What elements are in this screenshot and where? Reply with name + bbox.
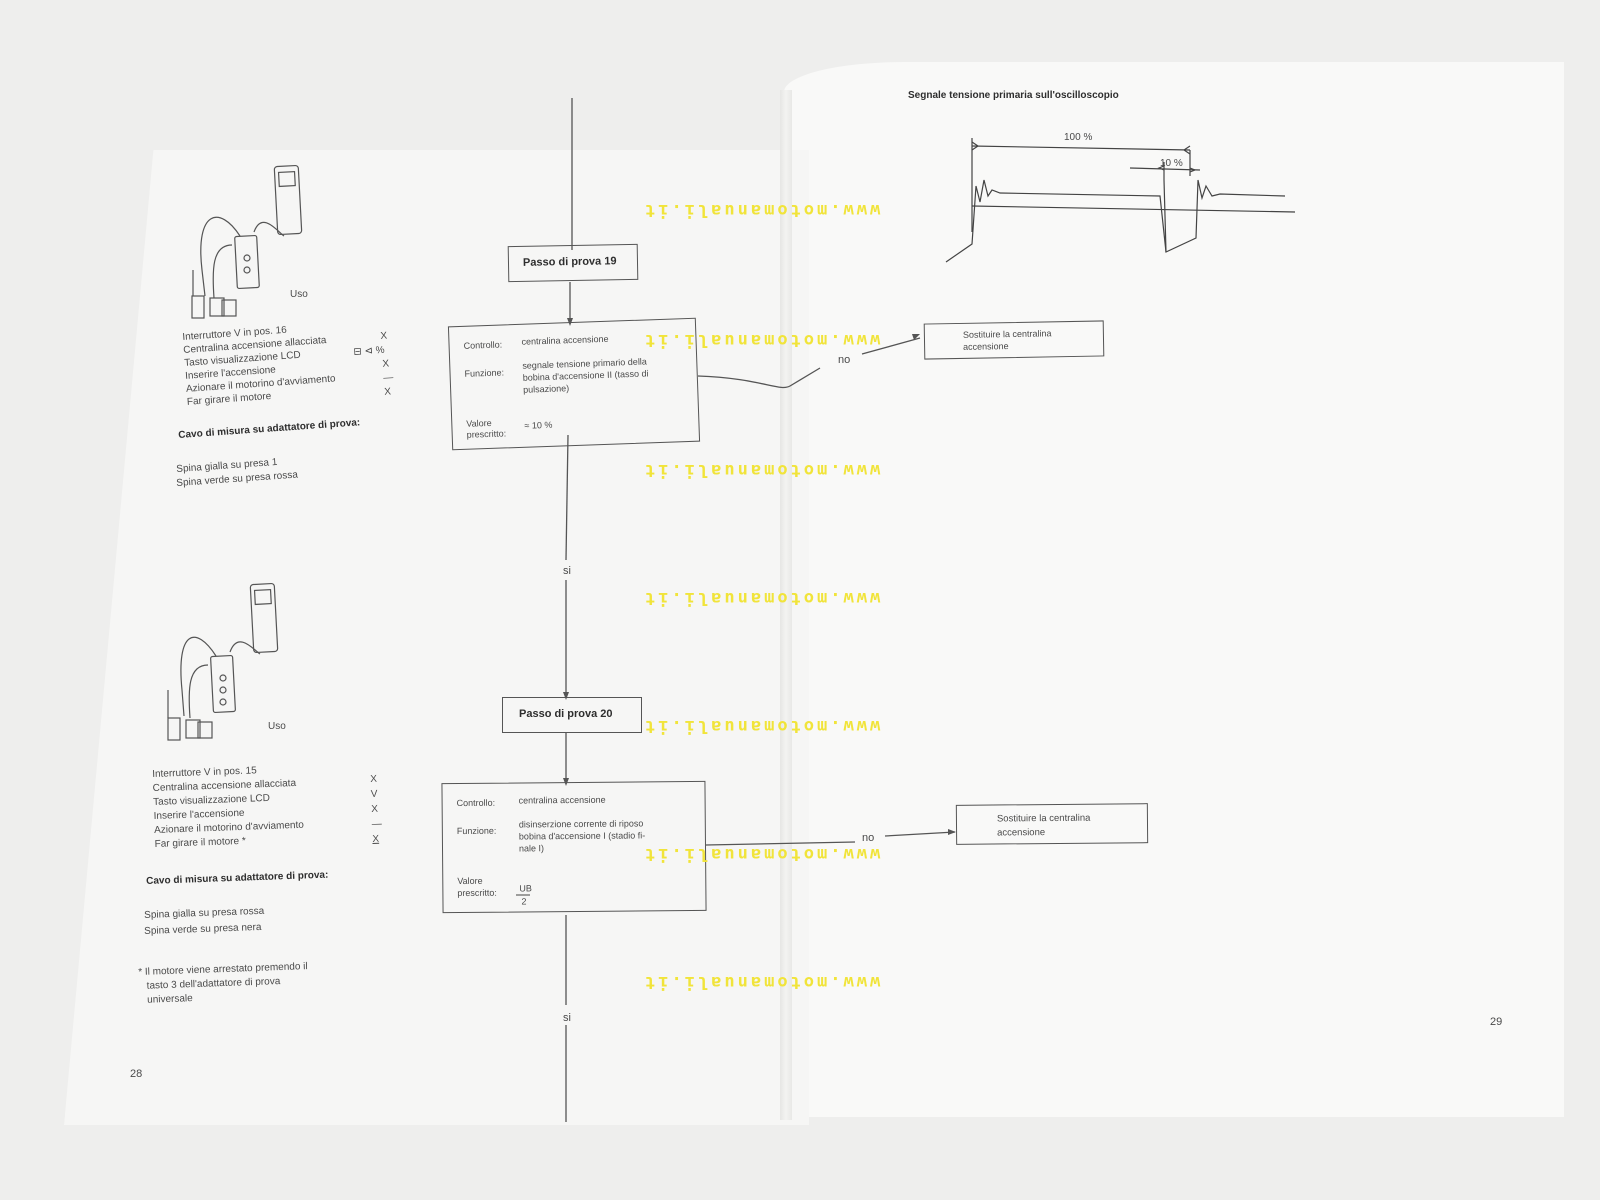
usage-mark: ⊟ ⊲ % [353, 344, 386, 358]
tester-sketch-2 [167, 582, 279, 741]
valore-label: prescritto: [457, 887, 497, 899]
watermark: www.motomanuali.it [642, 200, 881, 220]
no-branch-19-b [861, 337, 921, 355]
funzione-line: disinserzione corrente di riposo [518, 818, 644, 830]
replace-line: Sostituire la centralina [996, 812, 1091, 825]
funzione-line: bobina d'accensione II (tasso di [522, 368, 649, 383]
usage-mark: V [370, 788, 378, 800]
watermark: www.motomanuali.it [642, 844, 881, 864]
step-20-title: Passo di prova 20 [519, 708, 613, 720]
funzione-line: bobina d'accensione I (stadio fi- [518, 830, 646, 842]
oscilloscope-title: Segnale tensione primaria sull'oscillosc… [908, 90, 1119, 101]
page-number-left: 28 [130, 1068, 143, 1080]
watermark: www.motomanuali.it [642, 330, 881, 350]
label-100-percent: 100 % [1064, 132, 1093, 143]
book-gutter [780, 90, 792, 1120]
valore-value: ≈ 10 % [524, 419, 553, 431]
si-label-20: si [563, 1012, 571, 1024]
valore-denominator: 2 [521, 896, 527, 907]
arrowhead-20 [563, 692, 569, 700]
replace-box-19: Sostituire la centralina accensione [923, 320, 1105, 360]
valore-label: Valore [457, 875, 483, 887]
no-label-20: no [862, 832, 875, 844]
funzione-label: Funzione: [464, 367, 505, 379]
replace-line: accensione [997, 827, 1046, 839]
usage-mark: X [371, 803, 379, 815]
arrowhead-19 [567, 318, 573, 326]
no-branch-20-b [884, 831, 956, 837]
controllo-value: centralina accensione [518, 794, 606, 806]
arrowhead-no-20 [948, 829, 956, 835]
step-20-box: Passo di prova 20 [502, 697, 642, 733]
usage-mark: — [371, 818, 383, 830]
usage-mark: X [370, 773, 378, 785]
oscilloscope-waveform [945, 138, 1296, 263]
valore-label: prescritto: [466, 428, 507, 440]
funzione-line: pulsazione) [522, 383, 570, 395]
usage-mark: X [383, 386, 392, 398]
watermark: www.motomanuali.it [642, 460, 881, 480]
watermark: www.motomanuali.it [642, 588, 881, 608]
step-19-box: Passo di prova 19 [507, 243, 639, 283]
usage-marks-1: X ⊟ ⊲ % X — X [353, 328, 416, 400]
flow-line-19-si [565, 434, 569, 561]
usage-list-1: Interruttore V in pos. 16 Centralina acc… [182, 321, 337, 409]
usage-mark: X [380, 330, 388, 342]
valore-label: Valore [466, 417, 492, 429]
tester-sketch-1 [191, 164, 303, 319]
controllo-value: centralina accensione [521, 333, 609, 347]
uso-label-2: Uso [268, 721, 286, 732]
usage-mark: X [372, 833, 380, 845]
watermark: www.motomanuali.it [642, 716, 881, 736]
no-label-19: no [838, 354, 851, 366]
footnote: * Il motore viene arrestato premendo il … [138, 960, 309, 1008]
no-branch-19-a [697, 367, 821, 389]
replace-line: accensione [963, 341, 1009, 352]
arrowhead-no-19 [912, 334, 920, 340]
replace-box-20: Sostituire la centralina accensione [955, 803, 1149, 845]
funzione-line: nale I) [518, 843, 545, 854]
no-branch-20-a [705, 841, 856, 846]
page-number-right: 29 [1490, 1016, 1503, 1028]
uso-label-1: Uso [290, 289, 308, 300]
right-page [784, 62, 1564, 1117]
step-19-title: Passo di prova 19 [522, 255, 617, 269]
funzione-label: Funzione: [456, 825, 497, 837]
usage-list-2: Interruttore V in pos. 15 Centralina acc… [152, 763, 305, 852]
si-label-19: si [563, 565, 571, 577]
label-10-percent: 10 % [1160, 158, 1183, 169]
arrowhead-20b [563, 778, 569, 786]
replace-line: Sostituire la centralina [962, 328, 1052, 340]
controllo-label: Controllo: [463, 339, 503, 351]
controllo-label: Controllo: [456, 797, 496, 809]
left-page [64, 150, 809, 1125]
valore-numerator: UB [519, 883, 532, 894]
watermark: www.motomanuali.it [642, 972, 881, 992]
